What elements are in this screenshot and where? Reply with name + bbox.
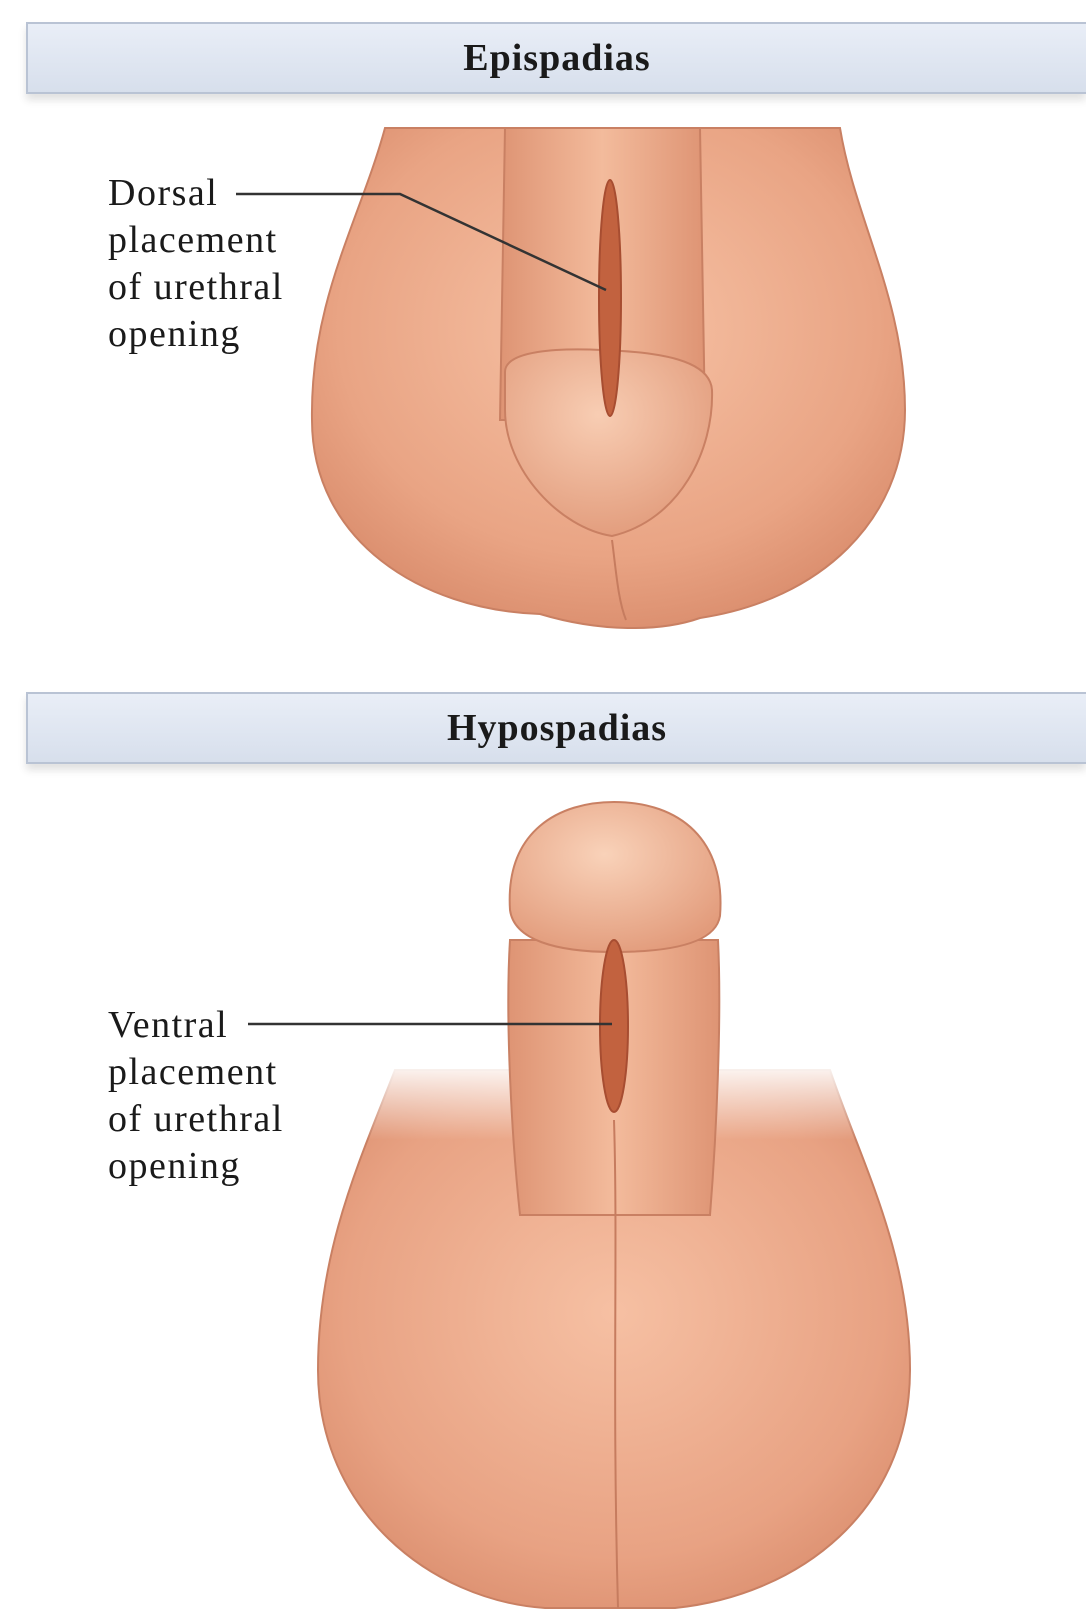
- label-line: Dorsal: [108, 170, 284, 217]
- label-line: opening: [108, 311, 284, 358]
- callout-label: Dorsal placement of urethral opening: [108, 170, 284, 358]
- header-bar: Epispadias: [26, 22, 1086, 94]
- label-line: Ventral: [108, 1002, 284, 1049]
- label-line: placement: [108, 217, 284, 264]
- header-bar: Hypospadias: [26, 692, 1086, 764]
- callout-label: Ventral placement of urethral opening: [108, 1002, 284, 1190]
- epispadias-panel: Epispadias Dorsal placement of urethral …: [0, 0, 1086, 660]
- hypospadias-panel: Hypospadias Ventral placement of urethra…: [0, 690, 1086, 1612]
- label-line: opening: [108, 1143, 284, 1190]
- label-line: of urethral: [108, 264, 284, 311]
- urethral-opening-dorsal: [599, 180, 621, 416]
- panel-title: Epispadias: [28, 24, 1086, 92]
- label-line: placement: [108, 1049, 284, 1096]
- label-line: of urethral: [108, 1096, 284, 1143]
- urethral-opening-ventral: [600, 940, 628, 1112]
- glans-shape: [510, 802, 721, 952]
- panel-title: Hypospadias: [28, 694, 1086, 762]
